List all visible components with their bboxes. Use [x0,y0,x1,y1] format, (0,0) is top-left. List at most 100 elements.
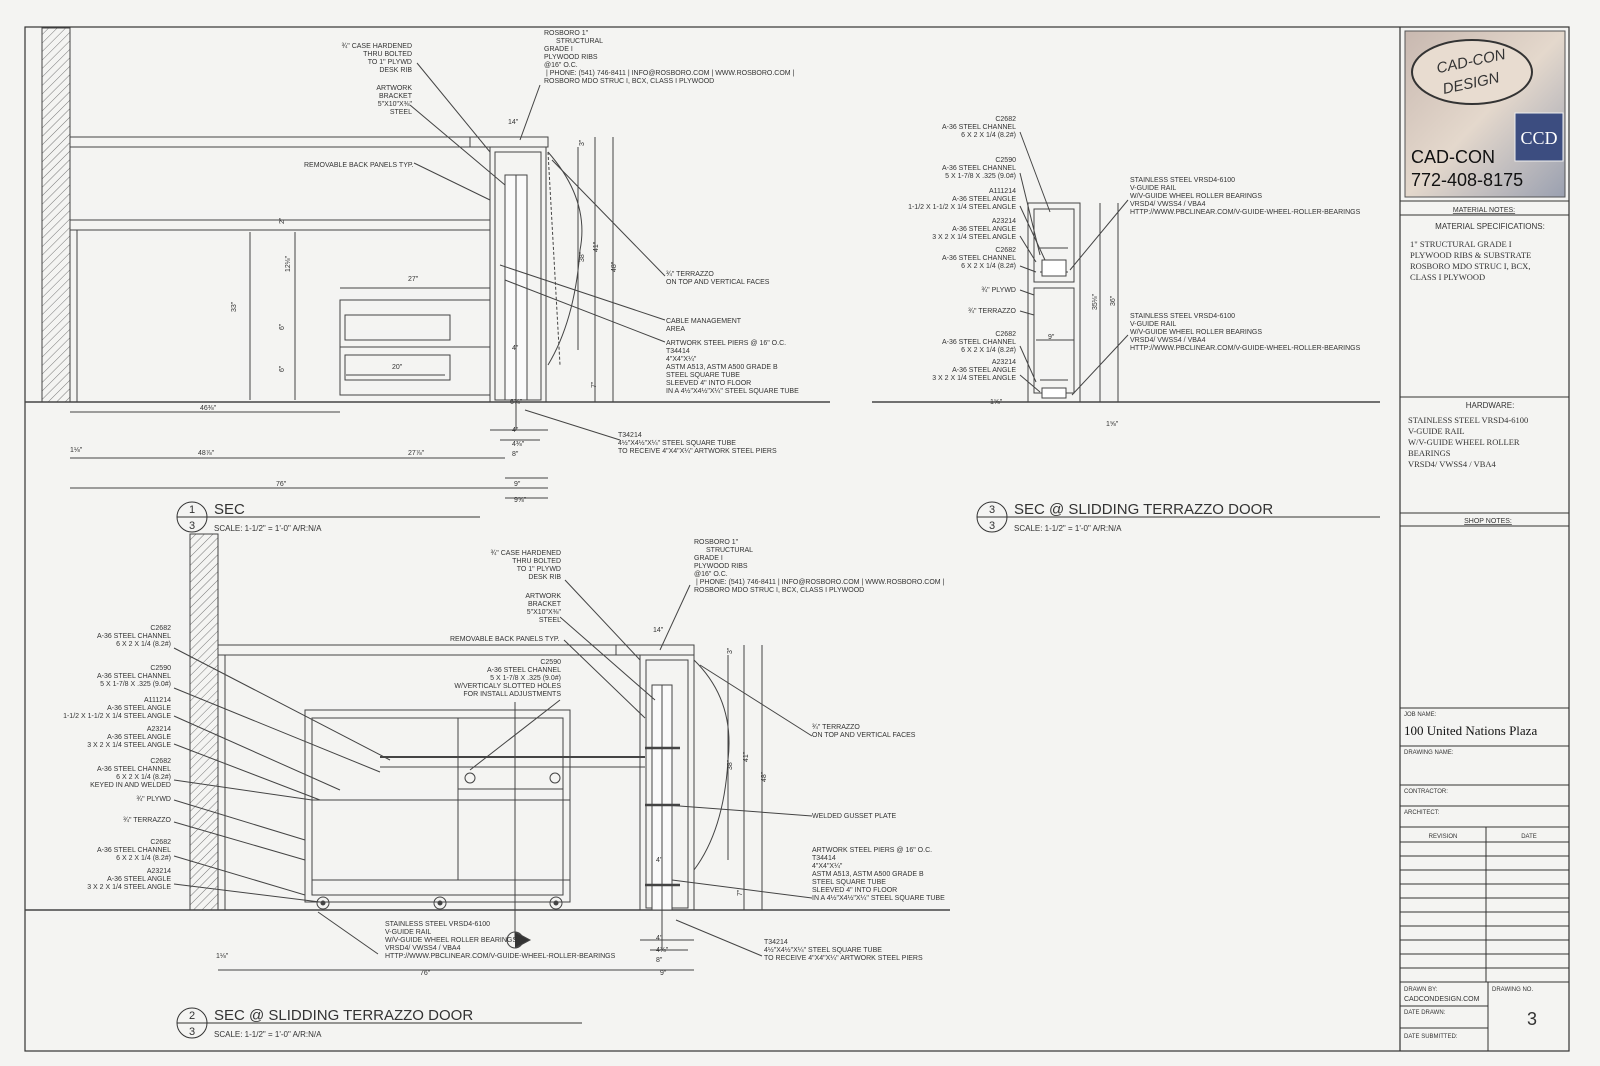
s2-rail-3: W/V-GUIDE WHEEL ROLLER BEARINGS [385,937,517,944]
section-2-labels: ¾" CASE HARDENED THRU BOLTED TO 1" PLYWD… [63,539,945,977]
s3-rail-b-5: HTTP://WWW.PBCLINEAR.COM/V-GUIDE-WHEEL-R… [1130,345,1361,352]
s2-rail-5: HTTP://WWW.PBCLINEAR.COM/V-GUIDE-WHEEL-R… [385,953,616,960]
note-artwork-bracket-2: BRACKET [379,93,413,100]
s2-c2682k-2: A-36 STEEL CHANNEL [97,766,171,773]
note-rosboro-6: | PHONE: (541) 746-8411 | INFO@ROSBORO.C… [546,70,795,77]
dim-20-s1: 20" [392,364,403,371]
hardware-1: STAINLESS STEEL VRSD4-6100 [1408,415,1528,425]
s2-artwork-bracket-1: ARTWORK [525,593,561,600]
dim-41-s1: 41" [593,241,600,252]
section-2-drawing [25,533,950,971]
s3-dim-35: 35⅛" [1092,293,1099,310]
s2-rosboro-3: GRADE I [694,555,723,562]
s2-terrazzo-faces-2: ON TOP AND VERTICAL FACES [812,732,916,739]
monogram-box [1514,112,1564,162]
s2-a23214-1: A23214 [147,726,171,733]
section-3-drawing [872,131,1380,403]
s2-artwork-bracket-4: STEEL [539,617,561,624]
note-cable-1: CABLE MANAGEMENT [666,318,742,325]
s2-dim-38: 38" [727,759,734,770]
s2-piers-1: ARTWORK STEEL PIERS @ 16" O.C. [812,847,932,854]
dim-33-s1: 33" [231,301,238,312]
s2-a111214-3: 1-1/2 X 1-1/2 X 1/4 STEEL ANGLE [63,713,171,720]
s2-rail-2: V-GUIDE RAIL [385,929,431,936]
s2-dim-1: 1⅛" [216,953,229,960]
dim-46-s1: 46⅜" [200,405,217,412]
section-1-title: 1 3 SEC SCALE: 1-1/2" = 1'-0" A/R:N/A [176,501,480,533]
dim-6b-s1: 6" [279,365,286,372]
section-3-title: 3 3 SEC @ SLIDDING TERRAZZO DOOR SCALE: … [976,501,1380,533]
s2-c2590-1: C2590 [150,665,171,672]
s3-dim-small-b: 1⅝" [1106,421,1119,428]
s3-a23214-2: A-36 STEEL ANGLE [952,226,1016,233]
s3-c2682b-2: A-36 STEEL CHANNEL [942,255,1016,262]
date-drawn-label: DATE DRAWN: [1404,1010,1446,1016]
s2-dim-7: 7" [737,889,744,896]
section-2-title: 2 3 SEC @ SLIDDING TERRAZZO DOOR SCALE: … [176,1007,582,1039]
section-3-number: 3 [989,504,995,516]
s3-a23214b-3: 3 X 2 X 1/4 STEEL ANGLE [932,375,1016,382]
shop-notes-label: SHOP NOTES: [1464,518,1512,525]
section-3-sheet: 3 [989,520,995,532]
hardware-2: V-GUIDE RAIL [1408,426,1465,436]
hardware-4: BEARINGS [1408,448,1451,458]
s3-dim-small: 1⅝" [990,399,1003,406]
s2-c2590s-5: FOR INSTALL ADJUSTMENTS [463,691,561,698]
s3-rail-b-4: VRSD4/ VWSS4 / VBA4 [1130,337,1206,344]
note-piers-6: SLEEVED 4" INTO FLOOR [666,380,751,387]
s3-a111214-2: A-36 STEEL ANGLE [952,196,1016,203]
architect-label: ARCHITECT: [1404,810,1440,816]
dim-14-s1: 14" [508,119,519,126]
revision-rows [1400,841,1569,983]
s3-c2682a-2: A-36 STEEL CHANNEL [942,124,1016,131]
title-block: CAD-CON DESIGN CCD CAD-CON 772-408-8175 … [1399,27,1569,1051]
s2-t34214-2: 4½"X4½"X¼" STEEL SQUARE TUBE [764,946,882,954]
dim-48-s1: 48⅞" [198,450,215,457]
s2-a111214-2: A-36 STEEL ANGLE [107,705,171,712]
s3-c2590-1: C2590 [995,157,1016,164]
s3-c2682c-1: C2682 [995,331,1016,338]
section-3-title-text: SEC @ SLIDDING TERRAZZO DOOR [1014,501,1273,518]
note-rosboro-3: GRADE I [544,46,573,53]
s3-rail-b-1: STAINLESS STEEL VRSD4-6100 [1130,313,1235,320]
note-rosboro-2: STRUCTURAL [556,38,603,45]
s2-piers-7: IN A 4½"X4½"X¼" STEEL SQUARE TUBE [812,894,945,902]
s3-terrazzo: ¾" TERRAZZO [968,308,1016,315]
s3-rail-a-1: STAINLESS STEEL VRSD4-6100 [1130,177,1235,184]
s2-gusset: WELDED GUSSET PLATE [812,813,896,820]
note-artwork-bracket-1: ARTWORK [376,85,412,92]
s2-rosboro-7: ROSBORO MDO STRUC I, BCX, CLASS I PLYWOO… [694,587,864,594]
s2-c2682c-1: C2682 [150,839,171,846]
s2-a23214-2: A-36 STEEL ANGLE [107,734,171,741]
s2-c2682a-2: A-36 STEEL CHANNEL [97,633,171,640]
s2-artwork-bracket-2: BRACKET [528,601,562,608]
s2-case-hardened-2: THRU BOLTED [512,558,561,565]
s2-c2682c-3: 6 X 2 X 1/4 (8.2#) [116,855,171,862]
s3-a111214-3: 1-1/2 X 1-1/2 X 1/4 STEEL ANGLE [908,204,1016,211]
s2-t34214-1: T34214 [764,939,788,946]
material-spec-1: 1" STRUCTURAL GRADE I [1410,239,1512,249]
s2-c2682k-4: KEYED IN AND WELDED [90,782,171,789]
s2-case-hardened-3: TO 1" PLYWD [517,566,561,573]
s2-rosboro-5: @16" O.C. [694,571,728,578]
material-spec-3: ROSBORO MDO STRUC I, BCX, [1410,261,1530,271]
s3-rail-b-3: W/V-GUIDE WHEEL ROLLER BEARINGS [1130,329,1262,336]
s2-rosboro-2: STRUCTURAL [706,547,753,554]
dim-8-s1: 8" [512,451,519,458]
section-3-scale: SCALE: 1-1/2" = 1'-0" A/R:N/A [1014,524,1122,533]
dim-9-s1: 9" [514,481,521,488]
section-1-sheet: 3 [189,520,195,532]
s2-rosboro-6: | PHONE: (541) 746-8411 | INFO@ROSBORO.C… [696,579,945,586]
dim-4b-s1: 4⅜" [512,441,525,448]
drawing-name-label: DRAWING NAME: [1404,750,1454,756]
s3-rail-a-2: V-GUIDE RAIL [1130,185,1176,192]
s2-artwork-bracket-3: 5"X10"X⅜" [527,609,562,616]
s2-dim-48: 48" [761,771,768,782]
section-2-number: 2 [189,1010,195,1022]
drawing-no: 3 [1527,1009,1537,1029]
s2-piers-2: T34414 [812,855,836,862]
hardware-label: HARDWARE: [1466,401,1515,410]
s3-c2682c-2: A-36 STEEL CHANNEL [942,339,1016,346]
note-case-hardened-4: DESK RIB [379,67,412,74]
